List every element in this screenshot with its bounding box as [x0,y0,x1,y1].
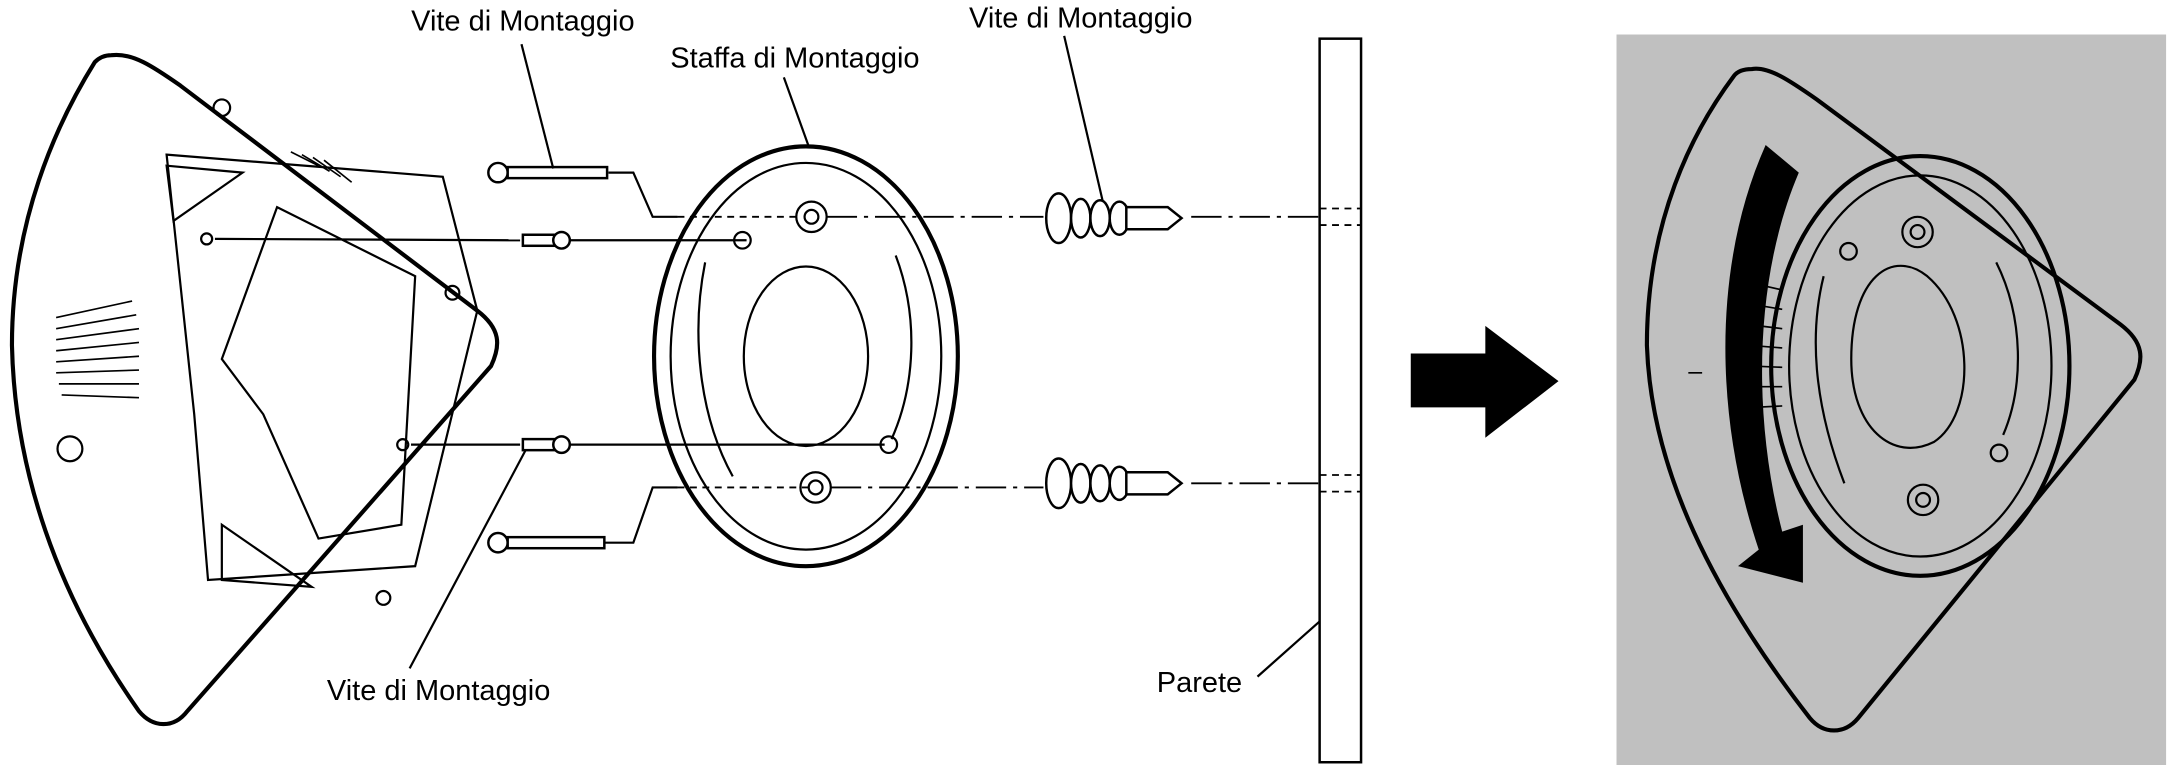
mounting-screw-short-bottom [521,435,572,455]
wall [1318,37,1363,764]
mounting-screw-short-top [521,230,572,250]
mounting-screw-long-top [487,161,609,184]
access-point-back-view [9,52,500,727]
label-screw-top-right: Vite di Montaggio [969,3,1192,35]
label-bracket: Staffa di Montaggio [670,43,919,75]
label-screw-top-left: Vite di Montaggio [411,5,634,37]
mounted-result-panel [1616,34,2167,765]
label-screw-bottom: Vite di Montaggio [327,675,550,707]
wall-anchor-top [1044,192,1184,245]
wall-anchor-bottom [1044,457,1184,510]
right-arrow-icon [1410,325,1559,438]
rotate-arrow-icon [1725,144,1803,583]
mounting-bracket [651,144,960,569]
mounting-screw-long-bottom [487,531,606,554]
label-wall: Parete [1157,667,1242,699]
